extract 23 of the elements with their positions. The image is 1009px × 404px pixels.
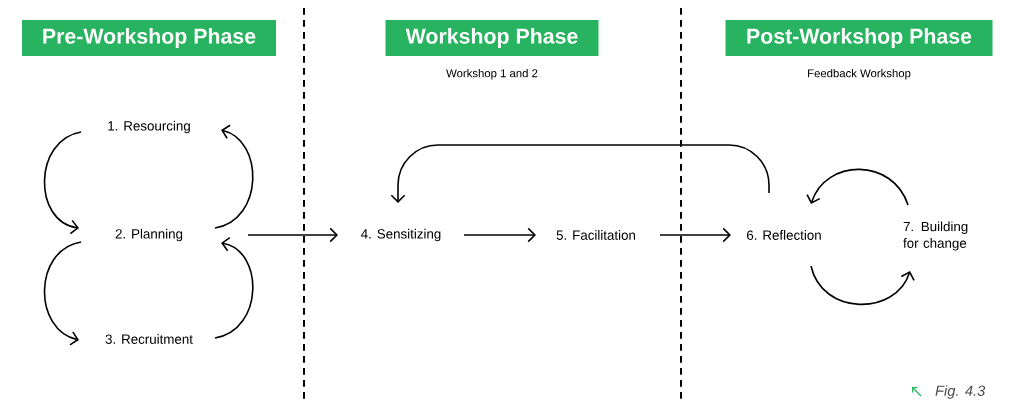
arrow <box>806 168 909 206</box>
phase-banner: Pre-Workshop Phase <box>22 20 276 56</box>
subtitle: Feedback Workshop <box>808 69 911 80</box>
arrow <box>247 227 338 243</box>
arrow <box>214 124 254 229</box>
subtitle: Workshop 1 and 2 <box>446 69 538 80</box>
arrow <box>463 227 536 243</box>
phase-banner: Post-Workshop Phase <box>725 20 993 56</box>
step-label: 4. Sensitizing <box>361 228 441 242</box>
phase-banner: Workshop Phase <box>385 20 599 56</box>
arrow <box>214 236 254 339</box>
arrow <box>43 131 82 235</box>
step-label: 1. Resourcing <box>108 120 190 134</box>
arrow <box>390 144 770 203</box>
step-label: 5. Facilitation <box>556 230 635 240</box>
arrow <box>659 227 731 243</box>
step-label: 2. Planning <box>115 228 183 242</box>
step-label: 6. Reflection <box>747 230 821 240</box>
step-label: 7. Building for change <box>903 221 968 251</box>
step-label: 3. Recruitment <box>105 334 193 344</box>
arrow <box>810 265 915 306</box>
arrow <box>43 241 82 346</box>
figure-label: Fig. 4.3 <box>935 385 986 399</box>
